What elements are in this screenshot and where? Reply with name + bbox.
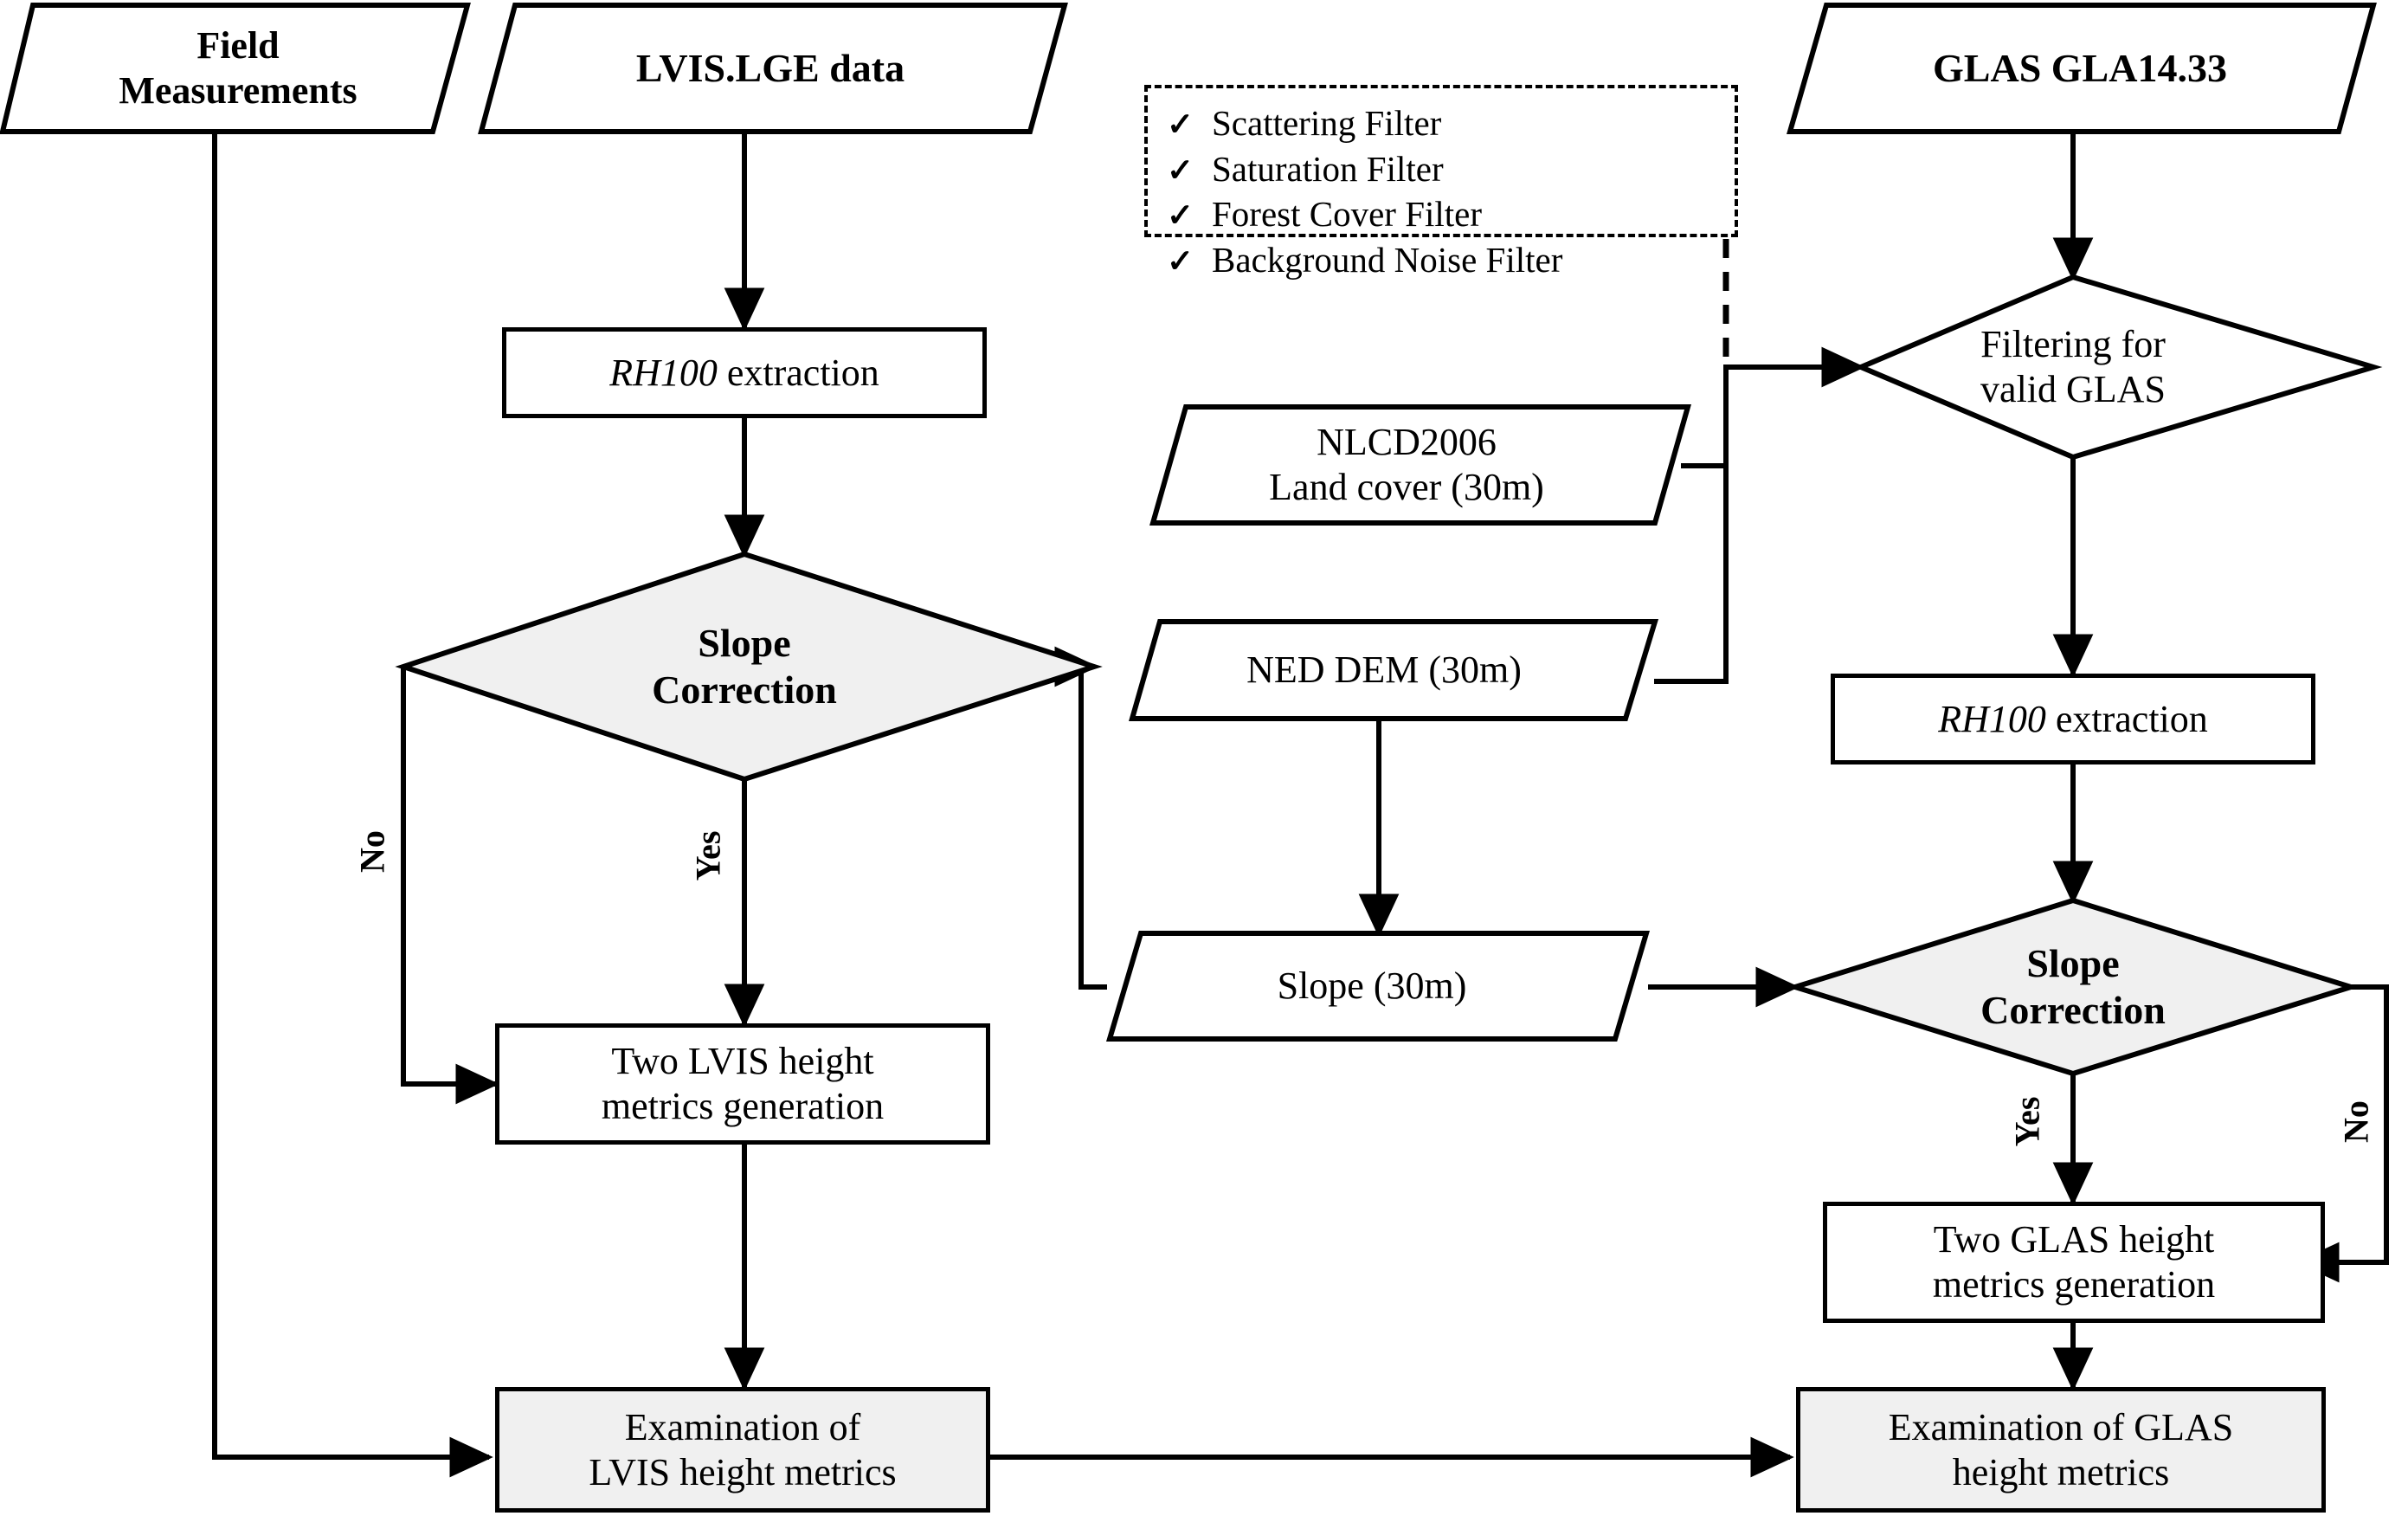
shape-outlines (0, 2, 2383, 1042)
node-lvis-exam: Examination of LVIS height metrics (495, 1387, 990, 1513)
check-icon: ✓ (1167, 198, 1194, 235)
node-glas-two-metrics: Two GLAS height metrics generation (1823, 1202, 2325, 1323)
filter-label: Background Noise Filter (1212, 239, 1563, 280)
filtering-valid-glas-label: Filtering for valid GLAS (1980, 323, 2166, 410)
edge-glas-no (2295, 984, 2389, 1283)
glas-rh100-italic: RH100 (1938, 697, 2046, 740)
shape-glas-data (1787, 2, 2377, 134)
node-nlcd: NLCD2006 Land cover (30m) (1160, 407, 1653, 523)
node-ned-dem: NED DEM (30m) (1141, 622, 1627, 719)
lvis-slope-correction-label: Slope Correction (652, 620, 837, 712)
shape-glas-slope-diamond (1786, 897, 2360, 1077)
glas-rh100-rest: extraction (2045, 697, 2208, 740)
node-lvis-slope-correction: Slope Correction (571, 580, 917, 753)
lvis-rh100-rest: extraction (717, 351, 879, 394)
edge-label-glas-no: No (2336, 1100, 2376, 1143)
node-slope30: Slope (30m) (1125, 933, 1619, 1039)
shape-slope30 (1105, 931, 1651, 1042)
filter-label: Scattering Filter (1212, 103, 1442, 143)
edge-label-glas-yes: Yes (2007, 1096, 2047, 1147)
shaded-diamonds (395, 551, 2360, 1077)
filters-checklist-box: ✓ Scattering Filter ✓ Saturation Filter … (1144, 85, 1738, 280)
node-lvis-two-metrics: Two LVIS height metrics generation (495, 1023, 990, 1145)
node-glas-rh100-extraction: RH100 extraction (1831, 674, 2315, 764)
edge-label-lvis-yes: Yes (688, 830, 728, 881)
node-lvis-rh100-extraction: RH100 extraction (502, 327, 987, 418)
shape-ned-dem (1129, 619, 1659, 721)
node-field-measurements: Field Measurements (35, 5, 441, 132)
shape-lvis-data (478, 2, 1068, 134)
edge-field-to-lvis-exam (212, 132, 493, 1478)
glas-rh100-label: RH100 extraction (1938, 697, 2208, 742)
lvis-two-metrics-label: Two LVIS height metrics generation (601, 1040, 885, 1127)
filters-list: ✓ Scattering Filter ✓ Saturation Filter … (1167, 100, 1712, 283)
lvis-rh100-italic: RH100 (609, 351, 718, 394)
edge-ned-to-trunk (1654, 466, 1729, 684)
lvis-exam-label: Examination of LVIS height metrics (589, 1405, 897, 1493)
ned-dem-label: NED DEM (30m) (1246, 648, 1522, 692)
edge-nlcd-to-filtering (1681, 346, 1865, 468)
lvis-data-label: LVIS.LGE data (635, 45, 905, 90)
check-icon: ✓ (1167, 152, 1194, 189)
slope30-label: Slope (30m) (1277, 964, 1467, 1008)
glas-two-metrics-label: Two GLAS height metrics generation (1932, 1218, 2216, 1306)
glas-slope-correction-label: Slope Correction (1980, 940, 2166, 1032)
edge-lvis-no (401, 667, 499, 1105)
shape-filtering-diamond (1854, 274, 2383, 461)
check-icon: ✓ (1167, 243, 1194, 280)
filter-item: ✓ Scattering Filter (1167, 100, 1712, 146)
glas-exam-label: Examination of GLAS height metrics (1888, 1405, 2234, 1493)
filter-label: Saturation Filter (1212, 148, 1444, 189)
shape-nlcd (1149, 404, 1691, 526)
node-glas-exam: Examination of GLAS height metrics (1796, 1387, 2326, 1513)
check-icon: ✓ (1167, 107, 1194, 143)
node-lvis-data: LVIS.LGE data (485, 5, 1056, 132)
edge-slope30-to-lvis-slope (1054, 646, 1107, 990)
node-filtering-valid-glas: Filtering for valid GLAS (1900, 303, 2246, 431)
filter-item: ✓ Forest Cover Filter (1167, 191, 1712, 237)
edge-label-lvis-no: No (352, 830, 392, 873)
glas-data-label: GLAS GLA14.33 (1933, 45, 2227, 90)
shape-lvis-slope-diamond (395, 551, 1103, 783)
lvis-rh100-label: RH100 extraction (609, 351, 879, 396)
node-glas-slope-correction: Slope Correction (1900, 918, 2246, 1056)
nlcd-label: NLCD2006 Land cover (30m) (1269, 421, 1544, 508)
filter-label: Forest Cover Filter (1212, 194, 1483, 235)
field-measurements-label: Field Measurements (119, 24, 357, 112)
filter-item: ✓ Saturation Filter (1167, 146, 1712, 192)
shape-field-measurements (0, 2, 471, 134)
node-glas-data: GLAS GLA14.33 (1799, 5, 2361, 132)
filter-item: ✓ Background Noise Filter (1167, 237, 1712, 283)
